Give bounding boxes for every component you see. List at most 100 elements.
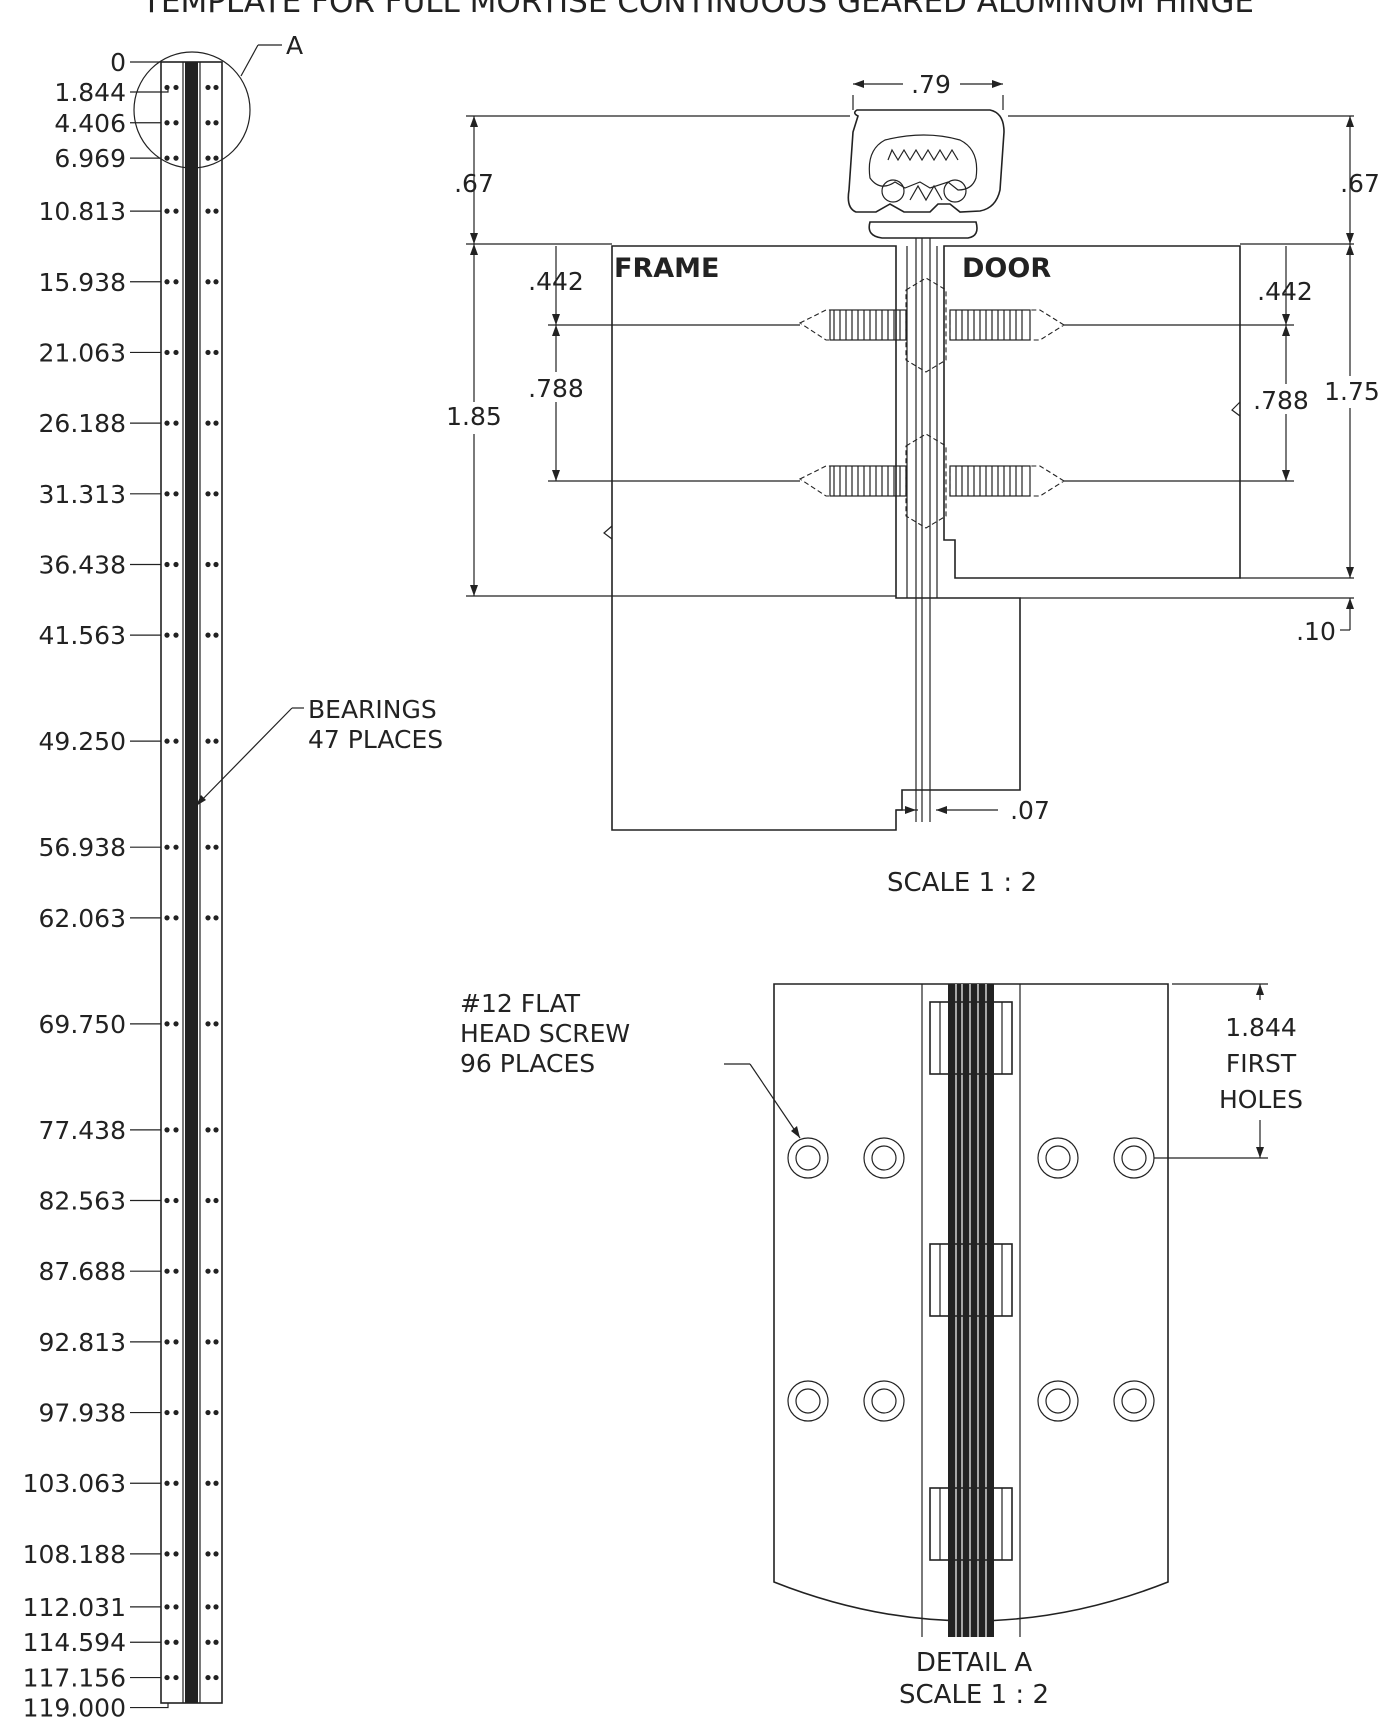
screw-hole-dot [213,915,219,921]
hole-position-label: 41.563 [39,621,126,650]
dim-screw-spacing-right: .788 [1253,386,1309,415]
screw-hole-dot [205,1604,211,1610]
screw-hole-dot [213,120,219,126]
screw-hole-dot [205,279,211,285]
screw-note-line2: HEAD SCREW [460,1019,630,1048]
screw-hole-dot [213,561,219,568]
screw-hole-dot [213,155,219,161]
screw-hole-dot [205,1021,211,1027]
screw-hole-dot [205,1551,211,1557]
hole-position-label: 10.813 [39,197,126,226]
hole-position-label: 56.938 [39,833,126,862]
screw-hole-dot [164,1268,170,1274]
screw-upper [798,277,1066,373]
screw-hole-dot [213,1480,219,1486]
screw-hole-dot [205,1409,211,1416]
detail-a-scale: SCALE 1 : 2 [899,1680,1049,1710]
screw-hole-dot [205,120,211,126]
screw-hole-dot [173,1409,179,1416]
screw-hole-dot [213,349,219,356]
hinge-elevation-view: 01.8444.4066.96910.81315.93821.06326.188… [23,31,444,1719]
hole-position-label: 0 [110,48,126,77]
screw-hole-dot [164,1639,170,1645]
hole-position-label: 82.563 [39,1187,126,1216]
screw-hole-dot [205,561,211,568]
screw-hole-dot [173,738,179,744]
screw-hole-dot [164,208,170,214]
screw-hole-dot [173,1480,179,1486]
screw-hole-dot [173,1127,179,1133]
screw-hole-dot [173,1604,179,1610]
screw-hole-dot [173,844,179,850]
screw-hole-dot [173,1674,179,1681]
door-label: DOOR [962,253,1051,284]
dim-screw-spacing-left: .788 [528,374,584,403]
hole-position-label: 92.813 [39,1328,126,1357]
screw-hole-dot [205,349,211,356]
detail-a-view: #12 FLAT HEAD SCREW 96 PLACES 1.844 FIRS… [460,983,1303,1710]
screw-hole-dot [164,120,170,126]
first-holes-note-line3: HOLES [1219,1085,1303,1114]
screw-hole-dot [164,491,170,497]
dim-knuckle-height-right: .67 [1340,169,1380,198]
hole-position-label: 112.031 [23,1593,126,1622]
dim-knuckle-height-left: .67 [454,169,494,198]
screw-hole-dot [205,1674,211,1681]
hole-position-label: 36.438 [39,550,126,579]
screw-hole-dot [173,208,179,214]
screw-hole-dot [213,738,219,744]
hole-position-leader [130,87,169,93]
screw-hole-dot [164,1480,170,1486]
screw-hole-dot [173,1339,179,1345]
hole-position-label: 15.938 [39,268,126,297]
screw-hole-dot [213,208,219,214]
screw-hole-dot [213,1021,219,1027]
screw-hole-dot [213,632,219,638]
screw-hole-dot [173,561,179,568]
screw-hole-dot [164,84,170,91]
hole-position-label: 97.938 [39,1399,126,1428]
screw-hole-dot [205,155,211,161]
screw-hole-dot [173,632,179,638]
screw-hole-dot [205,1127,211,1133]
screw-hole-dot [164,1127,170,1133]
screw-hole-dot [213,1339,219,1345]
screw-lower [798,433,1066,529]
hole-position-label: 1.844 [54,78,126,107]
screw-hole-dot [164,1604,170,1610]
detail-bearing-2 [929,1243,1013,1317]
screw-hole-dot [164,1551,170,1557]
screw-hole-dot [213,1551,219,1557]
screw-hole-dot [164,420,170,426]
frame-label: FRAME [614,253,719,284]
screw-hole-dot [205,844,211,850]
hole-position-dimensions: 01.8444.4066.96910.81315.93821.06326.188… [23,48,169,1719]
screw-hole-dot [173,1021,179,1027]
screw-hole-dot [164,1409,170,1416]
screw-hole-dot [205,1339,211,1345]
dim-screw-offset-right: .442 [1257,277,1313,306]
screw-hole-dot [213,1127,219,1133]
screw-hole-dot [173,84,179,91]
first-holes-note-line1: 1.844 [1225,1013,1297,1042]
screw-hole-dot [205,1197,211,1204]
screw-hole-dot [173,915,179,921]
screw-hole-dot [164,279,170,285]
hole-position-label: 21.063 [39,338,126,367]
bearings-note-line2: 47 PLACES [308,725,443,754]
dim-screw-offset-left: .442 [528,267,584,296]
drawing-title: TEMPLATE FOR FULL MORTISE CONTINUOUS GEA… [141,0,1254,20]
hole-position-label: 77.438 [39,1116,126,1145]
screw-hole-dot [164,1197,170,1204]
screw-hole-dot [213,84,219,91]
screw-hole-dot [164,844,170,850]
detail-a-label: DETAIL A [916,1648,1033,1678]
detail-a-callout-label: A [286,31,303,60]
screw-hole-dot [164,738,170,744]
hole-position-label: 108.188 [23,1540,126,1569]
screw-hole-dot [173,155,179,161]
detail-screw-holes [787,1137,1155,1422]
screw-hole-dot [205,208,211,214]
screw-hole-dot [173,349,179,356]
